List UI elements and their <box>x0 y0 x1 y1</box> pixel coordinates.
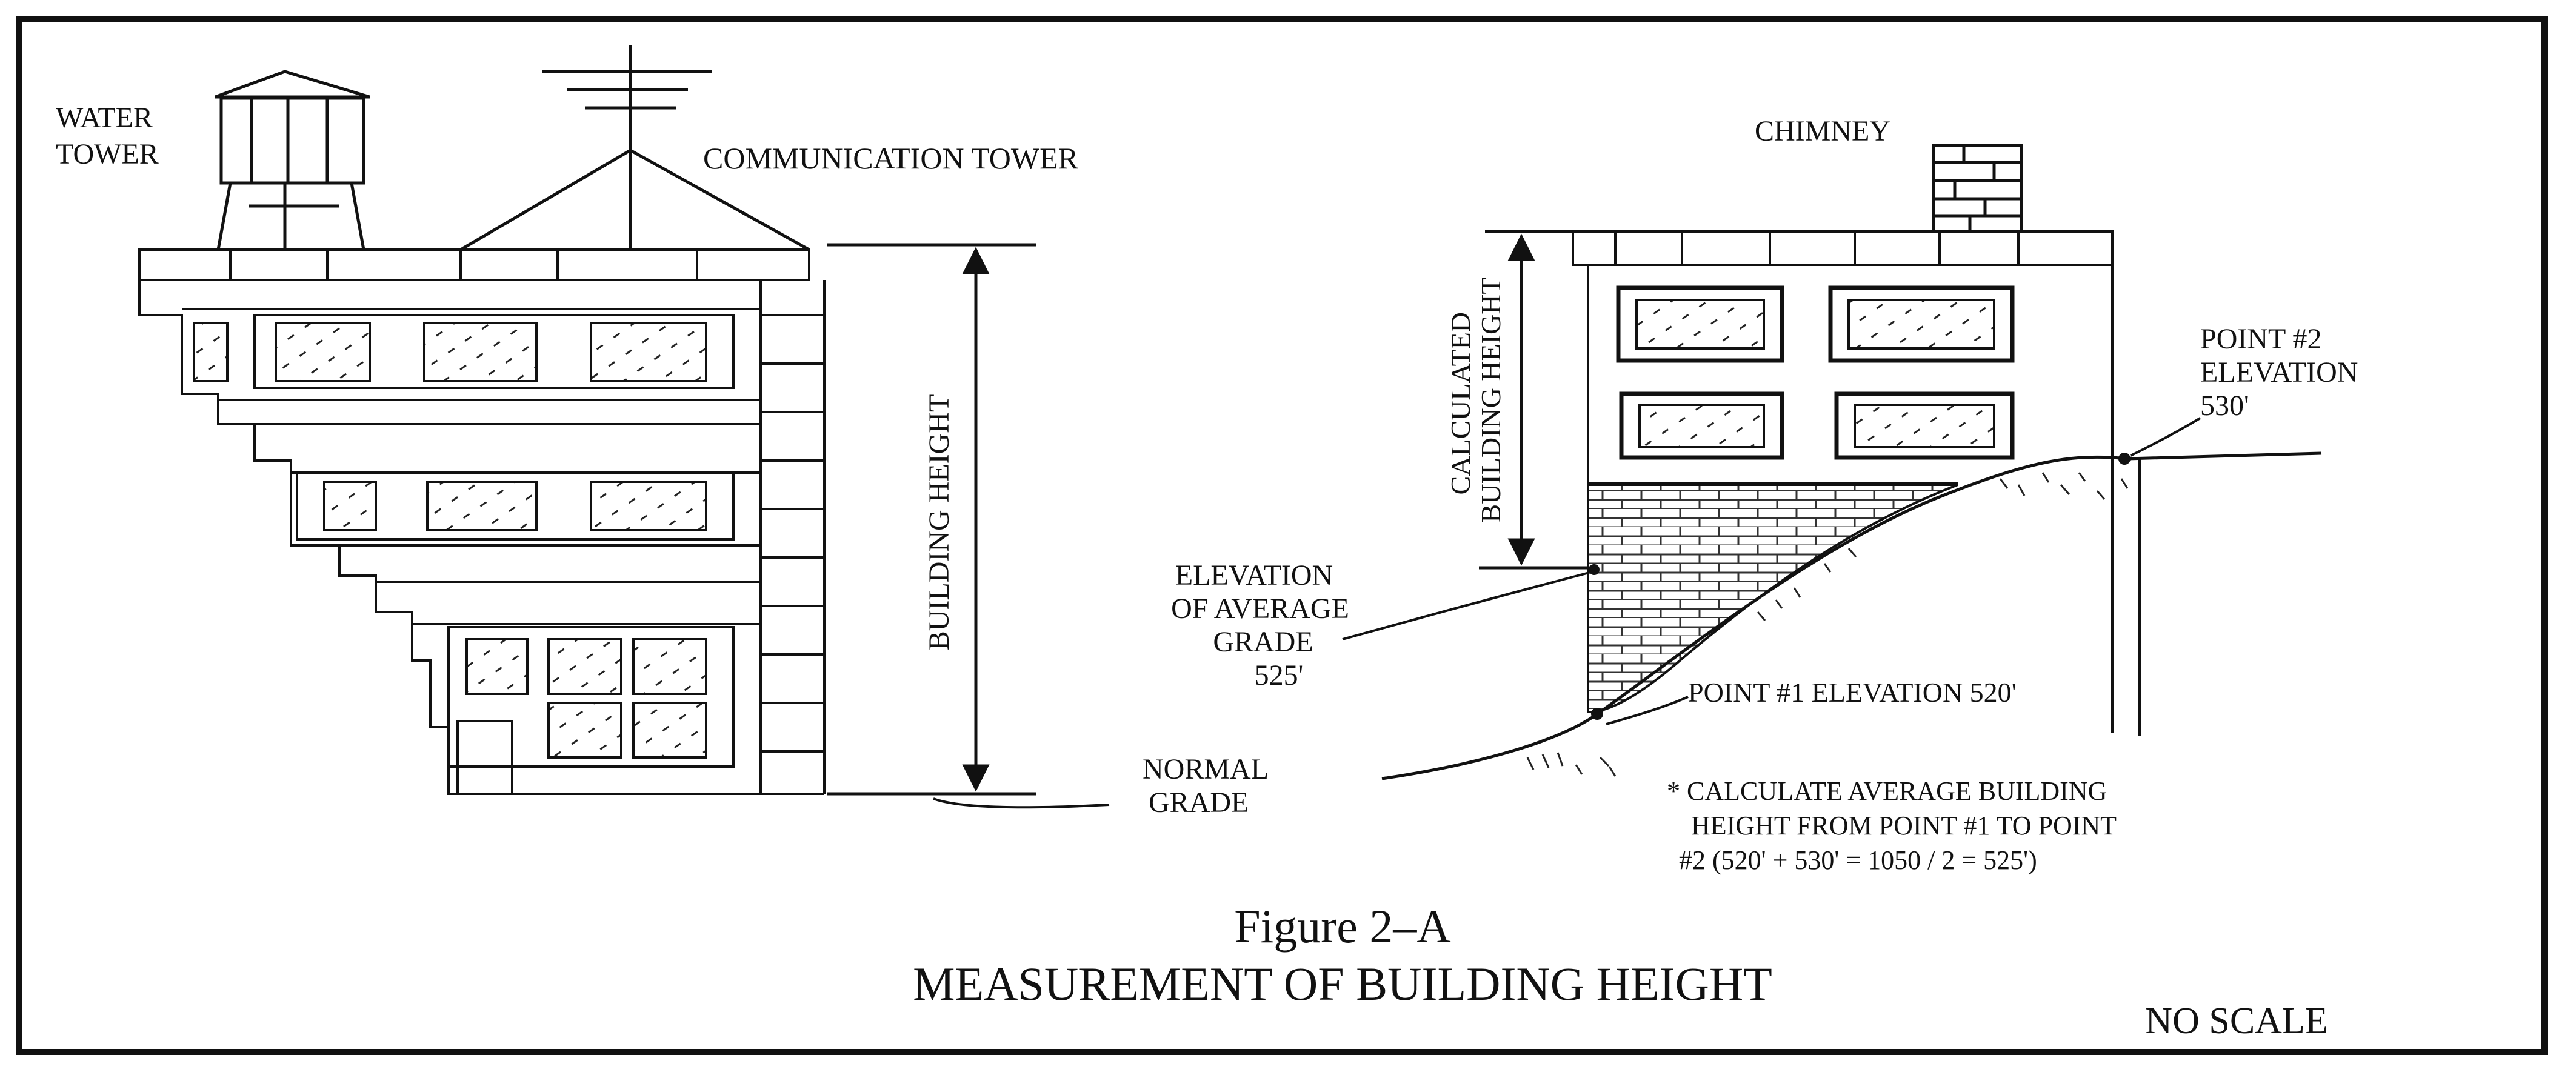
point-1-label: POINT #1 ELEVATION 520' <box>1688 677 2017 708</box>
normal-grade-label: NORMAL GRADE <box>1143 753 1275 819</box>
left-building <box>138 248 826 795</box>
leader-lines <box>1342 417 2201 725</box>
calculation-note: * CALCULATE AVERAGE BUILDING HEIGHT FROM… <box>1667 776 2123 875</box>
calculated-building-height-label: CALCULATED BUILDING HEIGHT <box>1445 278 1506 523</box>
communication-tower <box>459 45 810 251</box>
scale-note: NO SCALE <box>2145 1000 2327 1042</box>
water-tower <box>215 70 370 250</box>
chimney-label: CHIMNEY <box>1755 115 1890 147</box>
figure-border <box>16 16 2548 1055</box>
figure-title: MEASUREMENT OF BUILDING HEIGHT <box>913 957 1772 1010</box>
sloped-grade-line <box>1381 451 2322 780</box>
chimney <box>1932 144 2023 233</box>
communication-tower-label: COMMUNICATION TOWER <box>703 141 1079 175</box>
point-2-marker <box>2118 453 2131 465</box>
soil-hatching <box>1526 472 2129 777</box>
normal-grade-line <box>933 797 1110 809</box>
left-door <box>456 720 513 795</box>
figure-number: Figure 2–A <box>1234 900 1450 953</box>
left-parapet <box>138 248 810 281</box>
right-parapet <box>1572 230 2114 266</box>
building-height-label: BUILDING HEIGHT <box>923 394 955 651</box>
calculated-height-dimension <box>1479 230 1594 570</box>
point-2-label: POINT #2 ELEVATION 530' <box>2200 323 2365 422</box>
left-corner-column <box>759 280 826 794</box>
point-1-marker <box>1591 708 1603 720</box>
building-height-dimension <box>827 243 1036 796</box>
elevation-average-grade-label: ELEVATION OF AVERAGE GRADE 525' <box>1171 559 1356 691</box>
water-tower-label: WATER TOWER <box>56 102 160 170</box>
average-grade-marker <box>1589 564 1600 575</box>
